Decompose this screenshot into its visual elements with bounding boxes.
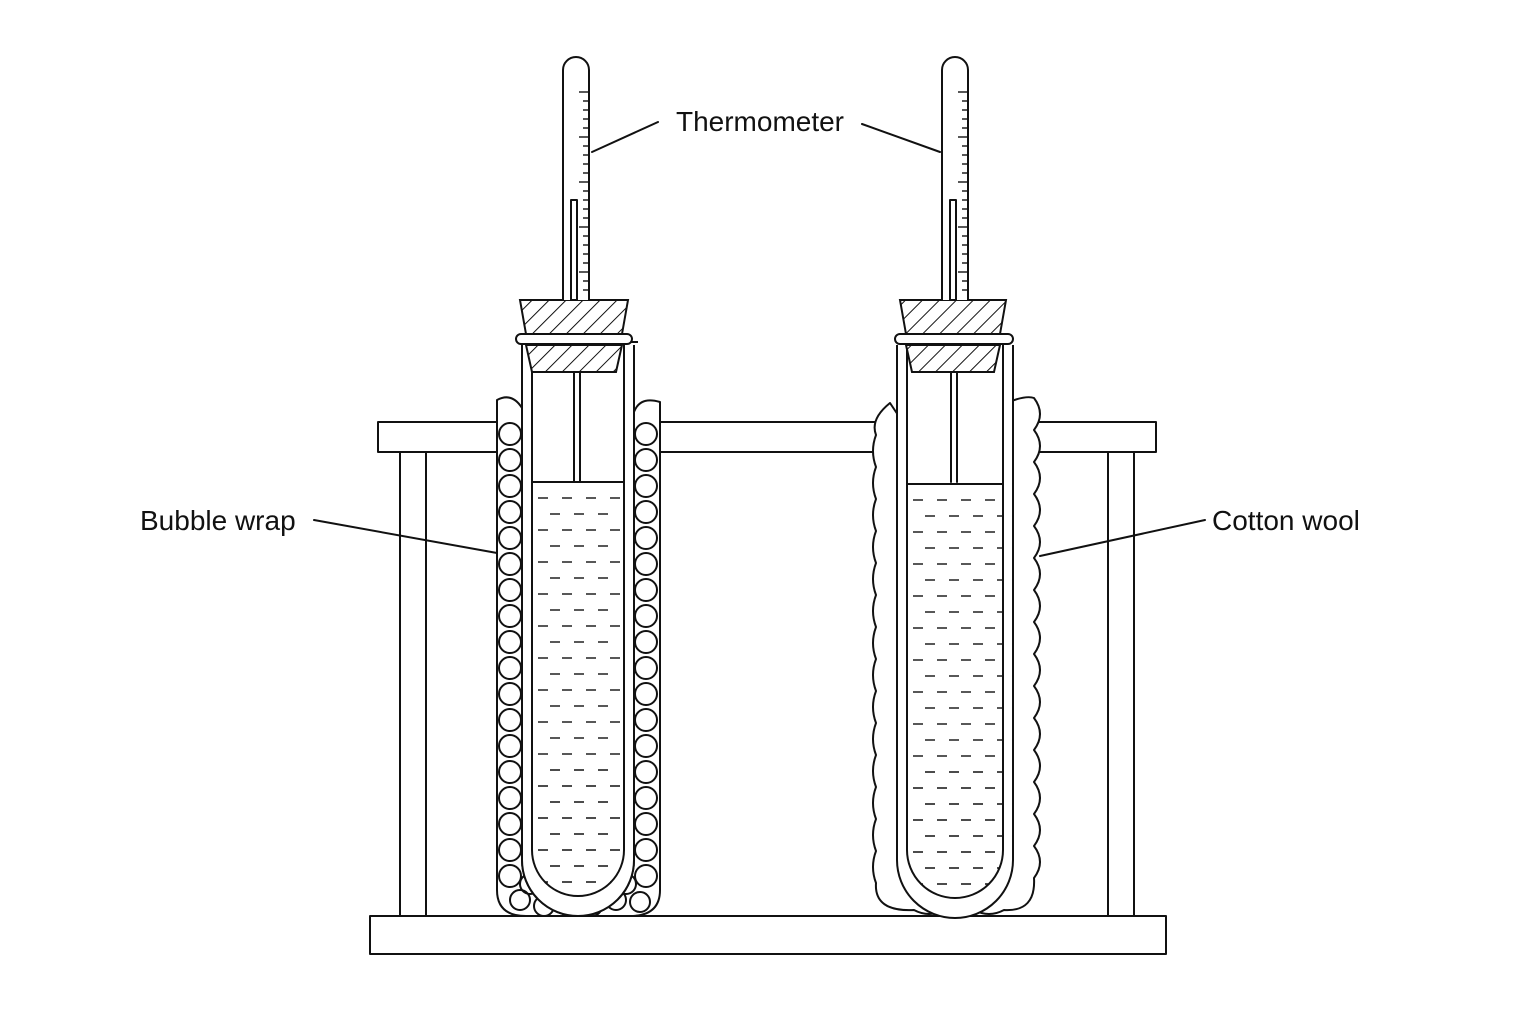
bubble-wrap-label: Bubble wrap (140, 505, 296, 536)
rack-base (369, 915, 1167, 955)
cotton-wool-assembly (872, 56, 1041, 919)
thermometer-left (562, 56, 590, 483)
stopper-right (898, 299, 1008, 335)
thermometer-label: Thermometer (676, 106, 844, 137)
cotton-wool-leader (1039, 519, 1206, 557)
test-tube-left (518, 341, 638, 917)
cotton-wool-label-group: Cotton wool (1039, 505, 1360, 557)
thermometer-label-group: Thermometer (591, 106, 941, 153)
bubble-wrap-label-group: Bubble wrap (140, 505, 498, 554)
thermometer-leader-right (861, 123, 941, 153)
water-left (538, 497, 620, 883)
test-tube-rack (369, 421, 1167, 955)
bubble-wrap-leader (313, 519, 498, 554)
thermometer-leader-left (591, 121, 659, 153)
stopper-left (518, 299, 630, 335)
bubble-wrap-assembly (496, 56, 661, 917)
rack-left-leg (399, 451, 427, 917)
water-right (913, 499, 1003, 885)
cotton-wool-label: Cotton wool (1212, 505, 1360, 536)
rack-right-leg (1107, 451, 1135, 917)
test-tube-right (896, 345, 1014, 919)
thermometer-right (941, 56, 969, 483)
